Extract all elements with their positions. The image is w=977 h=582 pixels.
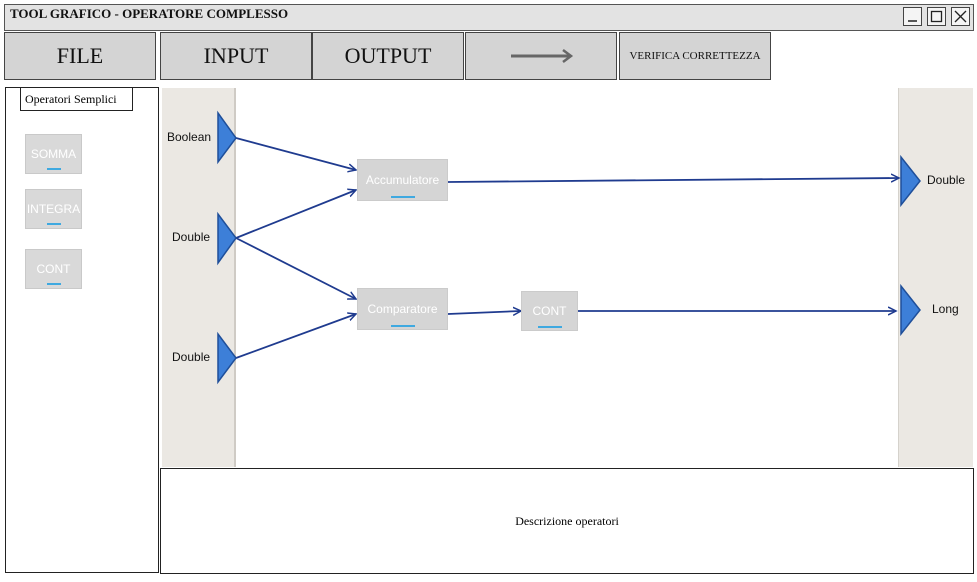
- wire-double1-comparatore: [235, 237, 356, 300]
- operator-integra[interactable]: INTEGRA: [25, 189, 82, 229]
- minimize-button[interactable]: [903, 7, 922, 26]
- close-icon: [954, 10, 967, 23]
- block-cont-label: CONT: [532, 304, 567, 318]
- wire-double1-accumulatore: [235, 190, 356, 239]
- block-cont[interactable]: CONT: [521, 291, 578, 331]
- wire-comparatore-cont: [447, 311, 521, 314]
- title-bar: [4, 4, 974, 31]
- verify-button[interactable]: VERIFICA CORRETTEZZA: [619, 32, 771, 80]
- description-text: Descrizione operatori: [515, 513, 619, 528]
- verify-label: VERIFICA CORRETTEZZA: [629, 50, 761, 62]
- description-panel: Descrizione operatori: [160, 468, 974, 574]
- input-menu-button[interactable]: INPUT: [160, 32, 312, 80]
- wire-double2-comparatore: [235, 314, 356, 359]
- arrow-button[interactable]: [465, 32, 617, 80]
- block-accumulatore[interactable]: Accumulatore: [357, 159, 448, 201]
- output-ports-column: [898, 88, 973, 467]
- block-comparatore[interactable]: Comparatore: [357, 288, 448, 330]
- input-port-double2-label: Double: [172, 350, 211, 364]
- block-accumulatore-label: Accumulatore: [365, 173, 440, 187]
- wire-boolean-accumulatore: [235, 137, 356, 170]
- maximize-button[interactable]: [927, 7, 946, 26]
- close-button[interactable]: [951, 7, 970, 26]
- maximize-icon: [930, 10, 943, 23]
- operator-somma-label: SOMMA: [30, 147, 77, 161]
- input-menu-label: INPUT: [203, 43, 269, 68]
- file-menu-label: FILE: [56, 43, 104, 68]
- operator-somma[interactable]: SOMMA: [25, 134, 82, 174]
- output-port-long-triangle: [900, 283, 921, 337]
- wire-accumulatore-output: [447, 178, 899, 183]
- window-title: TOOL GRAFICO - OPERATORE COMPLESSO: [10, 6, 289, 21]
- operator-cont-label: CONT: [36, 262, 71, 276]
- output-port-long-label: Long: [932, 302, 959, 316]
- input-port-boolean-label: Boolean: [167, 130, 212, 144]
- input-port-boolean-triangle: [217, 110, 237, 165]
- minimize-icon: [908, 20, 917, 22]
- input-port-double1-triangle: [217, 211, 237, 266]
- operator-cont[interactable]: CONT: [25, 249, 82, 289]
- arrow-right-icon: [511, 49, 574, 63]
- output-menu-button[interactable]: OUTPUT: [312, 32, 464, 80]
- operators-panel-title: Operatori Semplici: [20, 87, 133, 111]
- output-port-double-label: Double: [927, 173, 966, 187]
- block-comparatore-label: Comparatore: [367, 302, 438, 316]
- operator-integra-label: INTEGRA: [26, 202, 81, 216]
- output-port-double-triangle: [900, 154, 921, 208]
- input-port-double1-label: Double: [172, 230, 211, 244]
- file-menu-button[interactable]: FILE: [4, 32, 156, 80]
- input-port-double2-triangle: [217, 331, 237, 385]
- output-menu-label: OUTPUT: [344, 43, 432, 68]
- wires: [235, 137, 899, 359]
